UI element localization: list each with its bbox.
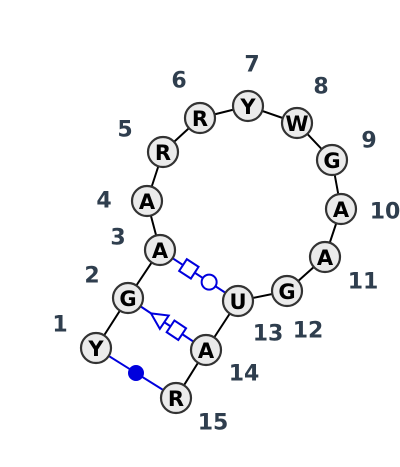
position-number: 6 [171,69,186,94]
position-number: 14 [229,362,260,387]
nucleotide-2: G [111,281,145,315]
nucleotide-letter: W [285,112,308,136]
nucleotide-letter: R [155,141,171,165]
nucleotide-circle [130,184,164,218]
nucleotide-4: A [130,184,164,218]
nucleotide-10: A [324,192,358,226]
nucleotide-circle [308,240,342,274]
pair-square-glyph [177,257,200,280]
nucleotide-11: A [308,240,342,274]
position-number: 1 [52,313,67,338]
nucleotide-circle [79,331,113,365]
nucleotide-15: R [159,381,193,415]
nucleotide-circle [280,106,314,140]
nucleotide-letter: G [278,280,295,304]
nucleotide-9: G [315,143,349,177]
position-number: 9 [361,129,376,154]
nucleotide-7: Y [231,89,265,123]
nucleotide-circle [143,233,177,267]
position-number: 10 [370,200,400,225]
nucleotide-circle [315,143,349,177]
pair-filled-circle-glyph [128,365,144,381]
nucleotide-letter: A [152,239,169,263]
position-number: 13 [253,322,284,347]
nucleotide-circle [189,333,223,367]
position-number: 2 [84,264,99,289]
nucleotide-12: G [270,274,304,308]
nucleotide-letter: Y [87,337,104,361]
nucleotide-circle [221,284,255,318]
nucleotide-circle [183,101,217,135]
position-number: 12 [293,319,324,344]
nucleotide-14: A [189,333,223,367]
nucleotide-letter: A [317,246,334,270]
nucleotide-letter: A [198,339,215,363]
position-number: 7 [244,53,259,78]
nucleotide-circle [324,192,358,226]
nucleotide-6: R [183,101,217,135]
nucleotide-letter: A [333,198,350,222]
nucleotide-letter: G [323,149,340,173]
nucleotide-letter: R [192,107,208,131]
base-pair-layer [95,249,239,399]
pair-square-glyph [165,319,188,342]
nucleotide-1: Y [79,331,113,365]
pair-triangle-glyph [149,312,171,331]
position-number: 5 [117,118,132,143]
nucleotide-circle [270,274,304,308]
nucleotide-3: A [143,233,177,267]
nucleotide-circle [111,281,145,315]
nucleotide-letter: G [119,287,136,311]
nucleotide-8: W [280,106,314,140]
position-number: 8 [313,75,328,100]
nucleotide-5: R [146,135,180,169]
nucleotide-letter: R [168,387,184,411]
nucleotide-circle [146,135,180,169]
nucleotide-letter: A [139,190,156,214]
nucleotide-circle [159,381,193,415]
position-number: 15 [198,411,229,436]
pair-open-circle-glyph [200,273,218,291]
position-number: 4 [96,189,111,214]
nucleotide-letter: U [229,290,246,314]
nucleotide-circle [231,89,265,123]
position-number: 3 [110,226,125,251]
nucleotide-13: U [221,284,255,318]
nucleotide-letter: Y [239,95,256,119]
position-number: 11 [348,270,379,295]
